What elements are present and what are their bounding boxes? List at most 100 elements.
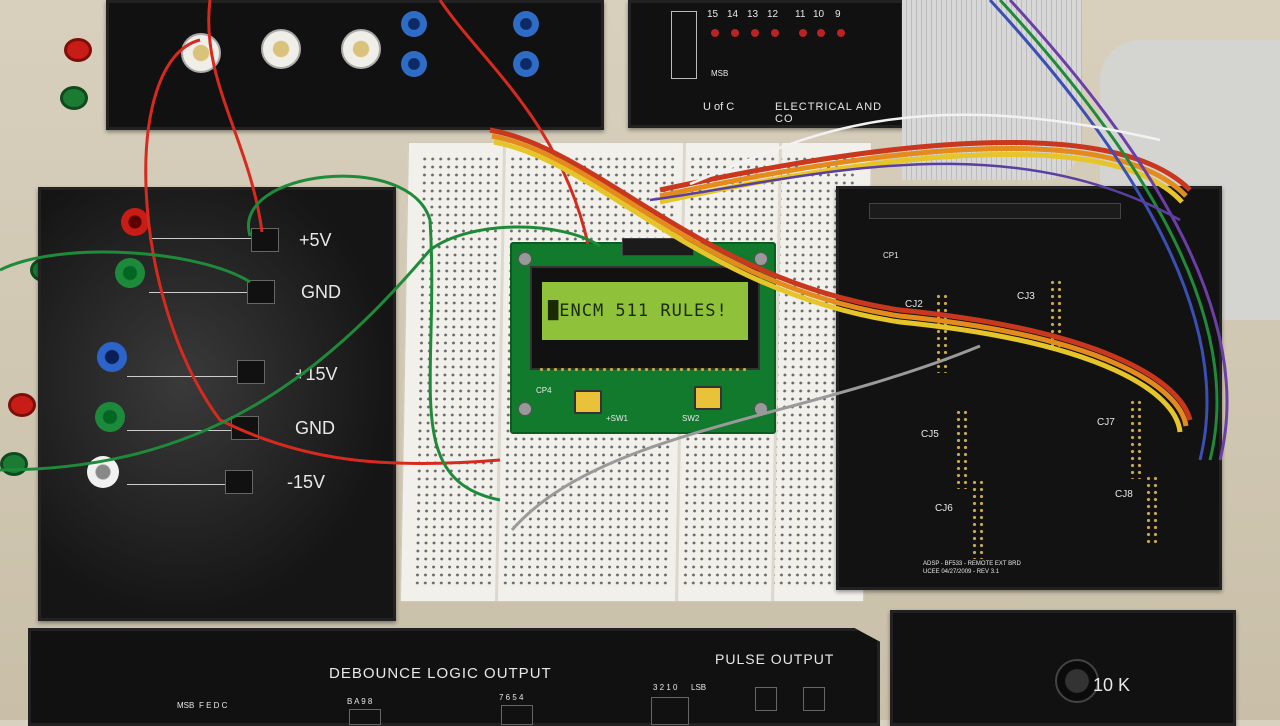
bnc-connector-3[interactable]: [341, 29, 381, 69]
debounce-group-3210: 3 2 1 0: [653, 683, 678, 692]
debounce-group-fedc: F E D C: [199, 701, 228, 710]
port-number-11: 11: [795, 9, 806, 20]
port-number-12: 12: [767, 9, 779, 20]
debounce-lsb-label: LSB: [691, 683, 707, 692]
pulse-socket-2[interactable]: [803, 687, 825, 711]
green-jack-1[interactable]: [60, 86, 88, 110]
adsp-header-cj7[interactable]: [1129, 399, 1143, 479]
power-socket-2[interactable]: [247, 280, 275, 304]
green-jack-3[interactable]: [0, 452, 28, 476]
power-white-binding-post[interactable]: [87, 456, 119, 488]
debounce-label: DEBOUNCE LOGIC OUTPUT: [329, 665, 552, 682]
debounce-panel: DEBOUNCE LOGIC OUTPUT PULSE OUTPUT MSB F…: [28, 628, 880, 726]
adsp-label-cj5: CJ5: [921, 429, 939, 440]
adsp-label-cj2: CJ2: [905, 299, 923, 310]
led-red-4: [771, 29, 779, 37]
breadboard-holes-left: [413, 155, 501, 585]
lcd-module: █ENCM 511 RULES! CP4 +SW1 SW2: [510, 238, 776, 434]
led-array: [671, 11, 697, 79]
adsp-header-cj2[interactable]: [935, 293, 949, 373]
power-label-neg15v: -15V: [287, 472, 326, 492]
adsp-footer-line2: UCEE 04/27/2009 - REV 3.1: [923, 569, 1000, 575]
lcd-switch-2[interactable]: [694, 386, 722, 410]
led-red-5: [799, 29, 807, 37]
lcd-top-header[interactable]: [622, 238, 694, 256]
power-socket-1[interactable]: [251, 228, 279, 252]
dept-label: ELECTRICAL AND CO: [775, 101, 883, 125]
adsp-label-cj3: CJ3: [1017, 291, 1035, 302]
adsp-board: CP1 CJ2 CJ3 CJ5 CJ7 CJ6 CJ8 ADSP - BF533…: [836, 186, 1222, 590]
power-blue-binding-post[interactable]: [97, 342, 127, 372]
lcd-bezel: █ENCM 511 RULES!: [530, 266, 760, 370]
bnc-connector-1[interactable]: [181, 33, 221, 73]
lcd-text: █ENCM 511 RULES!: [548, 301, 728, 321]
power-socket-3[interactable]: [237, 360, 265, 384]
power-line-2: [149, 292, 257, 293]
blue-jack-3[interactable]: [401, 51, 427, 77]
msb-label: MSB: [711, 69, 729, 78]
power-socket-5[interactable]: [225, 470, 253, 494]
lcd-screw-br: [754, 402, 768, 416]
potentiometer-knob[interactable]: [1055, 659, 1099, 703]
led-red-3: [751, 29, 759, 37]
lcd-screw-tr: [754, 252, 768, 266]
port-number-13: 13: [747, 9, 759, 20]
lcd-switch-1[interactable]: [574, 390, 602, 414]
debounce-socket-3[interactable]: [651, 697, 689, 725]
blue-jack-4[interactable]: [513, 51, 539, 77]
blue-jack-2[interactable]: [513, 11, 539, 37]
blue-jack-1[interactable]: [401, 11, 427, 37]
gray-ribbon-cable: [902, 0, 1082, 180]
debounce-msb-label: MSB: [177, 701, 195, 710]
power-red-binding-post[interactable]: [121, 208, 149, 236]
led-red-7: [837, 29, 845, 37]
pot-label: 10 K: [1093, 675, 1131, 695]
adsp-header-cj5[interactable]: [955, 409, 969, 489]
power-label-15v: +15V: [295, 364, 338, 384]
adsp-footer-line1: ADSP - BF533 - REMOTE EXT BRD: [923, 561, 1021, 567]
power-green-binding-post-2[interactable]: [95, 402, 125, 432]
power-label-5v: +5V: [299, 230, 332, 250]
debounce-group-7654: 7 6 5 4: [499, 693, 524, 702]
port-number-10: 10: [813, 9, 825, 20]
power-label-gnd-1: GND: [301, 282, 341, 302]
debounce-socket-1[interactable]: [349, 709, 381, 725]
lcd-sw2-label: SW2: [682, 414, 700, 423]
pulse-output-label: PULSE OUTPUT: [715, 651, 835, 667]
red-jack-3[interactable]: [8, 393, 36, 417]
adsp-header-top[interactable]: [869, 203, 1121, 219]
adsp-label-cj7: CJ7: [1097, 417, 1115, 428]
port-number-15: 15: [707, 9, 719, 20]
port-number-9: 9: [835, 9, 841, 20]
power-line-3: [127, 376, 237, 377]
bnc-connector-2[interactable]: [261, 29, 301, 69]
led-red-6: [817, 29, 825, 37]
led-red-1: [711, 29, 719, 37]
red-jack-1[interactable]: [64, 38, 92, 62]
pot-panel: 10 K: [890, 610, 1236, 726]
adsp-header-cj6[interactable]: [971, 479, 985, 559]
lcd-pin-header: [538, 366, 748, 374]
adsp-label-cj6: CJ6: [935, 503, 953, 514]
power-green-binding-post-1[interactable]: [115, 258, 145, 288]
power-socket-4[interactable]: [231, 416, 259, 440]
lcd-screw-bl: [518, 402, 532, 416]
power-line-4: [127, 430, 237, 431]
power-label-gnd-2: GND: [295, 418, 335, 438]
power-line-1: [149, 238, 257, 239]
bnc-panel: [106, 0, 604, 130]
debounce-group-ba98: B A 9 8: [347, 697, 373, 706]
pulse-socket-1[interactable]: [755, 687, 777, 711]
lcd-screw-tl: [518, 252, 532, 266]
port-number-14: 14: [727, 9, 739, 20]
adsp-header-cj3[interactable]: [1049, 279, 1063, 349]
adsp-label-cp1: CP1: [883, 251, 899, 260]
adsp-header-cj8[interactable]: [1145, 475, 1159, 545]
lcd-screen: █ENCM 511 RULES!: [542, 282, 748, 340]
lcd-sw1-label: +SW1: [606, 414, 629, 423]
debounce-socket-2[interactable]: [501, 705, 533, 725]
org-label: U of C: [703, 101, 735, 113]
power-panel: +5V GND +15V GND -15V: [38, 187, 396, 621]
adsp-label-cj8: CJ8: [1115, 489, 1133, 500]
lcd-cp-label: CP4: [536, 386, 552, 395]
